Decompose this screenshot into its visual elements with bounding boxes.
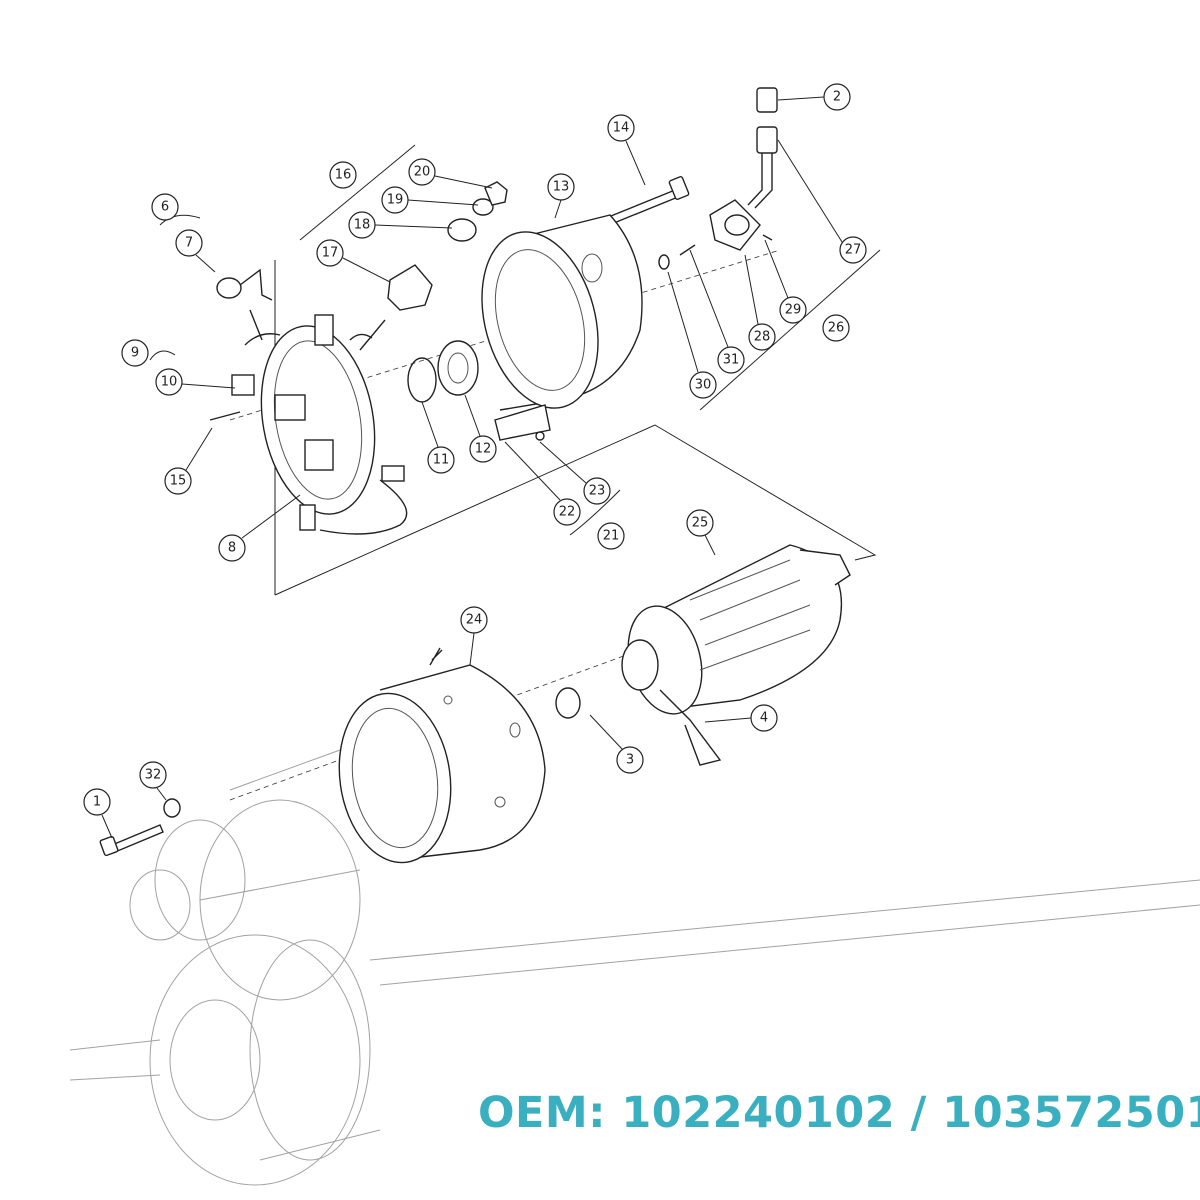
svg-text:18: 18 (354, 218, 371, 233)
part-armature (621, 544, 851, 766)
callout-15: 15 (164, 467, 192, 495)
svg-text:12: 12 (475, 442, 492, 457)
svg-text:31: 31 (723, 353, 740, 368)
callout-6: 6 (151, 193, 179, 221)
callout-16: 16 (329, 161, 357, 189)
part-plate-22 (494, 404, 551, 441)
callout-21: 21 (597, 522, 625, 550)
part-transaxle-ghost (69, 749, 1200, 1186)
callout-7: 7 (175, 229, 203, 257)
svg-text:6: 6 (161, 200, 169, 215)
svg-text:17: 17 (322, 246, 339, 261)
part-washer-32 (163, 798, 181, 818)
part-screw-15 (209, 411, 241, 421)
callout-14: 14 (607, 114, 635, 142)
svg-text:13: 13 (553, 180, 570, 195)
callout-28: 28 (748, 323, 776, 351)
svg-text:26: 26 (828, 321, 845, 336)
svg-text:1: 1 (93, 795, 101, 810)
part-washer-18 (447, 218, 477, 242)
callout-23: 23 (583, 477, 611, 505)
svg-text:19: 19 (387, 193, 404, 208)
svg-text:14: 14 (613, 121, 630, 136)
svg-text:24: 24 (466, 613, 483, 628)
svg-text:16: 16 (335, 168, 352, 183)
callout-29: 29 (779, 296, 807, 324)
svg-text:11: 11 (433, 453, 450, 468)
part-retaining-ring (407, 357, 437, 403)
part-washer-30 (658, 254, 670, 270)
part-long-bolt (605, 176, 690, 226)
part-brush-plate (231, 309, 408, 535)
callout-20: 20 (408, 158, 436, 186)
svg-text:15: 15 (170, 474, 187, 489)
callout-17: 17 (316, 239, 344, 267)
callout-1: 1 (83, 788, 111, 816)
callout-24: 24 (460, 606, 488, 634)
callout-32: 32 (139, 761, 167, 789)
svg-text:4: 4 (760, 711, 768, 726)
part-terminal-17 (387, 264, 433, 311)
svg-text:8: 8 (228, 541, 236, 556)
svg-text:7: 7 (185, 236, 193, 251)
callout-2: 2 (823, 83, 851, 111)
callout-22: 22 (553, 498, 581, 526)
svg-text:28: 28 (754, 330, 771, 345)
part-bearing (437, 340, 479, 396)
callouts: 1 2 3 4 6 7 8 9 10 11 12 13 14 15 16 17 … (83, 83, 867, 816)
callout-30: 30 (689, 371, 717, 399)
callout-9: 9 (121, 339, 149, 367)
svg-text:9: 9 (131, 346, 139, 361)
svg-text:25: 25 (692, 516, 709, 531)
oem-part-number: OEM: 102240102 / 103572501 (478, 1088, 1200, 1138)
svg-text:2: 2 (833, 90, 841, 105)
part-screw-23 (535, 431, 545, 441)
svg-text:3: 3 (626, 753, 634, 768)
callout-19: 19 (381, 186, 409, 214)
svg-text:22: 22 (559, 505, 576, 520)
part-spring (216, 268, 273, 301)
leader-lines (101, 96, 843, 839)
svg-text:20: 20 (414, 165, 431, 180)
callout-25: 25 (686, 509, 714, 537)
svg-text:29: 29 (785, 303, 802, 318)
callout-3: 3 (616, 746, 644, 774)
part-washer-19 (472, 198, 494, 216)
callout-11: 11 (427, 446, 455, 474)
callout-13: 13 (547, 173, 575, 201)
part-end-cap (481, 214, 643, 411)
part-sensor-plate (709, 199, 773, 251)
callout-10: 10 (155, 368, 183, 396)
callout-27: 27 (839, 236, 867, 264)
part-gear (555, 687, 581, 719)
callout-18: 18 (348, 211, 376, 239)
svg-text:10: 10 (161, 375, 178, 390)
callout-31: 31 (717, 346, 745, 374)
svg-text:23: 23 (589, 484, 606, 499)
svg-text:30: 30 (695, 378, 712, 393)
part-screw-31 (679, 244, 696, 256)
callout-26: 26 (822, 314, 850, 342)
callout-8: 8 (218, 534, 246, 562)
callout-12: 12 (469, 435, 497, 463)
svg-text:32: 32 (145, 768, 162, 783)
svg-text:27: 27 (845, 243, 862, 258)
svg-text:21: 21 (603, 529, 620, 544)
part-bolt-1 (99, 824, 164, 857)
callout-4: 4 (750, 704, 778, 732)
part-field-housing (338, 647, 546, 864)
part-connector (747, 87, 778, 209)
